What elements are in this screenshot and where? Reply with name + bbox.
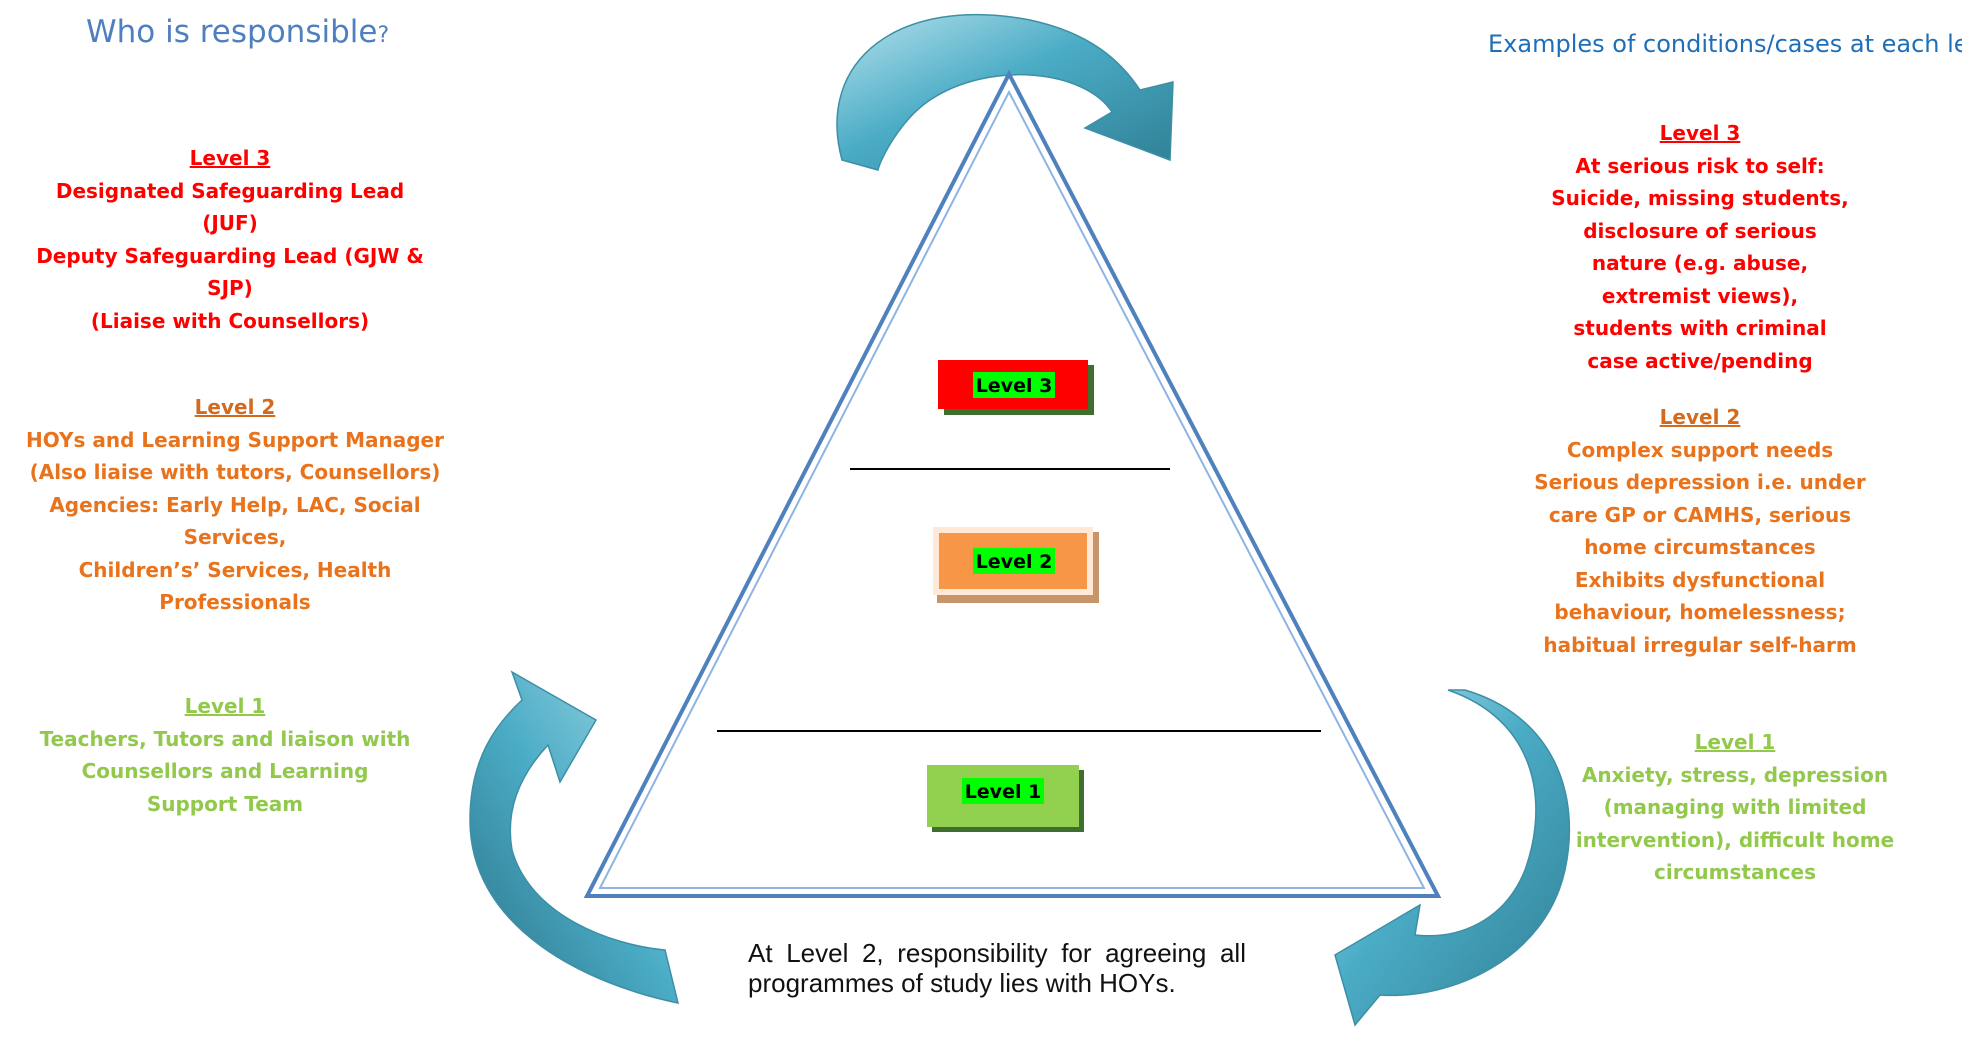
responsible-level-1-line: Support Team — [146, 791, 304, 816]
curved-arrow-left — [469, 670, 680, 1004]
examples-level-3-title: Level 3 — [1659, 121, 1741, 145]
responsible-level-1-title: Level 1 — [184, 694, 266, 718]
examples-level-2-line: Complex support needs — [1566, 437, 1834, 462]
responsible-level-1-line: Counsellors and Learning — [81, 759, 369, 783]
responsible-level-3: Level 3 Designated Safeguarding Lead (JU… — [30, 142, 430, 337]
responsible-level-1: Level 1 Teachers, Tutors and liaison wit… — [35, 690, 415, 820]
responsible-level-3-line: SJP) — [207, 276, 253, 300]
examples-level-2-line: care GP or CAMHS, serious — [1548, 502, 1852, 527]
pyramid-level-1-label-bg — [962, 778, 1044, 804]
level-2-responsibility-note: At Level 2, responsibility for agreeing … — [748, 938, 1246, 998]
pyramid-level-1-label: Level 1 — [965, 781, 1042, 803]
examples-level-2: Level 2 Complex support needs Serious de… — [1500, 401, 1900, 661]
examples-level-1-line: Anxiety, stress, depression — [1581, 762, 1889, 787]
responsible-level-3-line: Deputy Safeguarding Lead (GJW & — [36, 243, 424, 268]
examples-level-2-line: behaviour, homelessness; — [1554, 600, 1846, 624]
examples-level-2-line: home circumstances — [1584, 535, 1816, 559]
responsible-level-2-line: (Also liaise with tutors, Counsellors) — [29, 460, 441, 484]
pyramid-level-2-box: Level 2 — [933, 527, 1099, 603]
pyramid-inner-outline — [598, 89, 1426, 889]
heading-who-is-responsible: Who is responsible? — [86, 14, 390, 50]
examples-level-2-title: Level 2 — [1659, 405, 1741, 429]
examples-level-3: Level 3 At serious risk to self: Suicide… — [1520, 117, 1880, 377]
pyramid-level-3-label-bg — [973, 372, 1055, 398]
examples-level-2-line: habitual irregular self-harm — [1543, 632, 1857, 657]
examples-level-3-line: Suicide, missing students, — [1551, 186, 1849, 210]
examples-level-1: Level 1 Anxiety, stress, depression (man… — [1535, 726, 1935, 889]
responsible-level-2-line: HOYs and Learning Support Manager — [26, 427, 444, 452]
examples-level-3-line: extremist views), — [1601, 283, 1799, 308]
responsible-level-1-line: Teachers, Tutors and liaison with — [39, 726, 411, 751]
examples-level-2-line: Serious depression i.e. under — [1534, 470, 1866, 494]
examples-level-3-line: students with criminal — [1573, 316, 1827, 340]
responsible-level-2: Level 2 HOYs and Learning Support Manage… — [0, 391, 470, 619]
pyramid-level-2-label: Level 2 — [976, 551, 1053, 573]
responsible-level-3-title: Level 3 — [189, 146, 271, 170]
pyramid-level-3-box: Level 3 — [938, 360, 1094, 415]
heading-examples: Examples of conditions/cases at each lev… — [1488, 30, 1962, 58]
responsible-level-2-title: Level 2 — [194, 395, 276, 419]
pyramid-level-2-label-bg — [973, 548, 1055, 574]
pyramid-level-3-label: Level 3 — [976, 375, 1053, 397]
pyramid-level-1-box: Level 1 — [927, 765, 1084, 832]
examples-level-3-line: case active/pending — [1587, 348, 1813, 373]
examples-level-2-line: Exhibits dysfunctional — [1574, 567, 1826, 592]
pyramid-outline — [583, 69, 1442, 898]
examples-level-3-line: nature (e.g. abuse, — [1591, 251, 1809, 275]
responsible-level-2-line: Agencies: Early Help, LAC, Social Servic… — [49, 492, 421, 550]
examples-level-3-line: disclosure of serious — [1583, 218, 1817, 243]
examples-level-3-line: At serious risk to self: — [1575, 153, 1825, 178]
responsible-level-3-line: Designated Safeguarding Lead (JUF) — [55, 178, 405, 236]
examples-level-1-line: intervention), difficult home — [1575, 827, 1895, 852]
responsible-level-3-line: (Liaise with Counsellors) — [90, 308, 370, 333]
curved-arrow-top — [836, 13, 1174, 171]
examples-level-1-title: Level 1 — [1694, 730, 1776, 754]
examples-level-1-line: (managing with limited — [1603, 795, 1867, 819]
examples-level-1-line: circumstances — [1653, 860, 1817, 884]
responsible-level-2-line: Children’s’ Services, Health Professiona… — [78, 557, 392, 615]
curved-arrow-right — [1334, 689, 1571, 1027]
